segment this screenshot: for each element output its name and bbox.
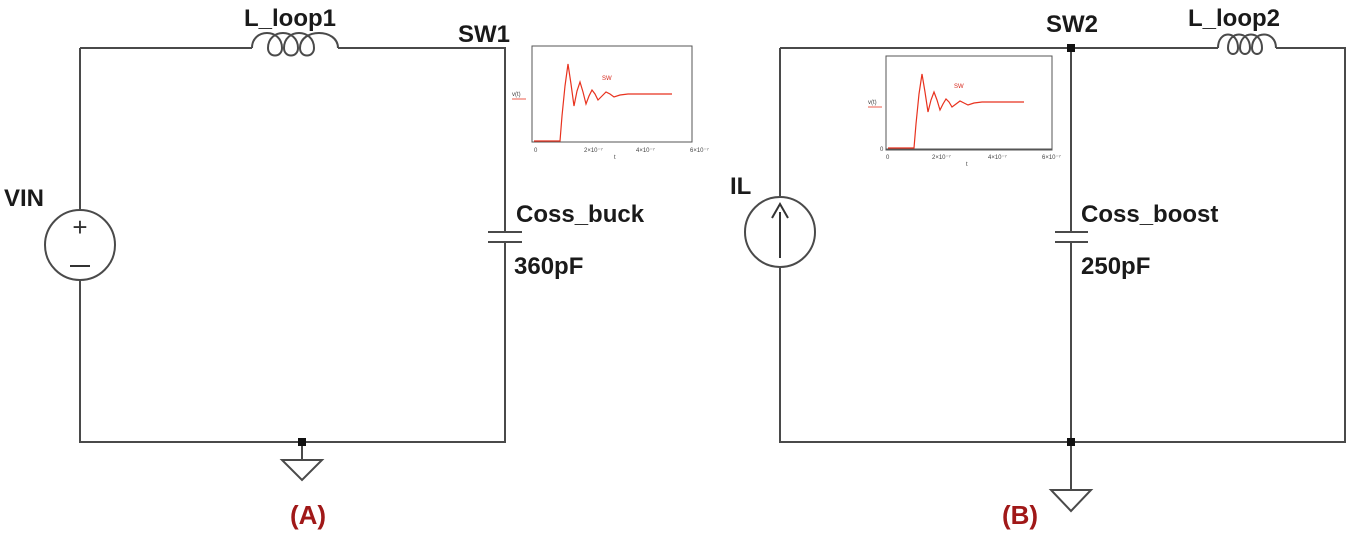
inset-b-xlabel: t <box>966 162 968 168</box>
inductor-a-icon <box>251 32 339 57</box>
inset-a-tick-2: 4×10⁻⁷ <box>636 147 655 154</box>
inductor-b-icon <box>1217 33 1277 55</box>
plus-sign: + <box>72 212 87 242</box>
inset-b-tick-2: 4×10⁻⁷ <box>988 154 1007 161</box>
wire-a-right-lower <box>79 242 506 443</box>
wire-b-top-right <box>779 47 1346 443</box>
ground-node-dot <box>298 438 306 446</box>
panel-a-label: (A) <box>290 500 326 530</box>
wire-a-top-right <box>338 47 506 232</box>
cap-a-name: Coss_buck <box>516 201 645 228</box>
inset-b-tick-0: 0 <box>886 155 890 161</box>
inductor-b-label: L_loop2 <box>1188 5 1280 32</box>
inset-a-xlabel: t <box>614 155 616 161</box>
ground-b-icon <box>1048 489 1094 513</box>
cap-b-value: 250pF <box>1081 253 1150 280</box>
waveform-a <box>534 63 672 142</box>
waveform-inset-b: v(t) SW 0 0 2×10⁻⁷ 4×10⁻⁷ 6×10⁻⁷ t <box>868 55 1061 168</box>
inset-b-yzero: 0 <box>880 147 884 153</box>
inset-a-tick-0: 0 <box>534 148 538 154</box>
current-arrow-head-icon <box>771 201 789 219</box>
inset-b-legend: SW <box>954 84 964 90</box>
source-a-label: VIN <box>4 185 44 212</box>
inset-b-tick-3: 6×10⁻⁷ <box>1042 154 1061 161</box>
waveform-b <box>888 73 1024 149</box>
inset-a-ylabel: v(t) <box>512 92 521 98</box>
node-b-top-dot <box>1067 44 1075 52</box>
circuit-b: SW2 L_loop2 IL Coss_boost 250pF (B) v(t)… <box>730 5 1346 530</box>
voltage-source-icon <box>44 209 116 281</box>
cap-a-value: 360pF <box>514 253 583 280</box>
inset-a-legend: SW <box>602 76 612 82</box>
source-b-label: IL <box>730 173 751 200</box>
current-source-icon <box>744 196 816 268</box>
panel-b-label: (B) <box>1002 500 1038 530</box>
node-b-label: SW2 <box>1046 11 1098 38</box>
inset-a-tick-1: 2×10⁻⁷ <box>584 147 603 154</box>
inset-b-tick-1: 2×10⁻⁷ <box>932 154 951 161</box>
capacitor-a-icon <box>488 231 522 243</box>
capacitor-b-icon <box>1055 231 1088 243</box>
inset-a-tick-3: 6×10⁻⁷ <box>690 147 709 154</box>
node-b-bottom-dot <box>1067 438 1075 446</box>
ground-a-icon <box>279 459 325 482</box>
waveform-inset-a: v(t) SW 0 2×10⁻⁷ 4×10⁻⁷ 6×10⁻⁷ t <box>512 45 709 161</box>
cap-b-name: Coss_boost <box>1081 201 1218 228</box>
circuit-a: + L_loop1 SW1 VIN Coss_buck 360pF (A) v(… <box>4 5 709 530</box>
inductor-a-label: L_loop1 <box>244 5 336 32</box>
node-a-label: SW1 <box>458 21 510 48</box>
inset-b-ylabel: v(t) <box>868 100 877 106</box>
